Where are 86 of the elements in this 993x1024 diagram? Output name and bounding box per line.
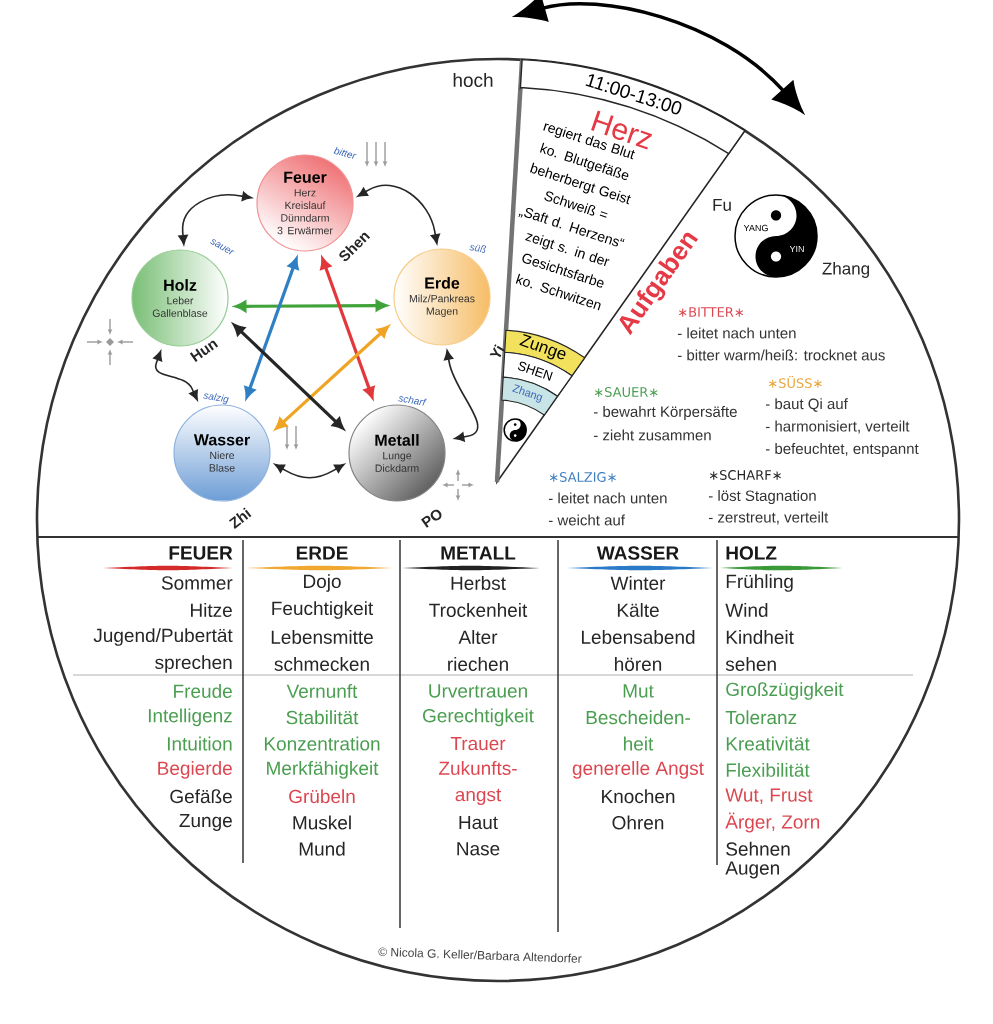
- table-entry: Hitze: [191, 603, 232, 617]
- table-entry: Lebensabend: [582, 630, 695, 644]
- list-item: - bewahrt Körpersäfte: [593, 406, 737, 420]
- table-entry: Zunge: [179, 814, 232, 831]
- list-item: - löst Stagnation: [708, 490, 816, 504]
- table-entry: Ärger, Zorn: [725, 812, 820, 833]
- curved-arrow: [178, 191, 253, 246]
- table-entry: Mund: [299, 841, 345, 856]
- arrow: [233, 323, 344, 430]
- table-entry: generelle Angst: [572, 761, 704, 779]
- table-entry: Lebensmitte: [271, 630, 373, 644]
- table-entry: Alter: [458, 630, 498, 644]
- table-entry: Bescheiden- heit: [586, 710, 690, 751]
- table-entry: Kindheit: [726, 630, 794, 644]
- table-entry: Konzentration: [264, 736, 380, 751]
- table-entry: sehen: [725, 657, 776, 671]
- table-entry: Haut: [459, 815, 498, 830]
- table-entry: Freude: [174, 684, 232, 698]
- table-entry: Begierde: [158, 761, 232, 779]
- list-heading: ∗SALZIG∗: [549, 472, 616, 482]
- list-item: - zerstreut, verteilt: [708, 511, 829, 525]
- curved-arrow: [443, 349, 479, 442]
- table-entry: Trockenheit: [429, 603, 528, 617]
- table-entry: Gefäße: [170, 789, 232, 804]
- table-entry: Intelligenz: [148, 708, 232, 727]
- curved-arrow: [274, 463, 345, 479]
- small-label: salzig: [203, 393, 229, 405]
- list-item: - baut Qi auf: [765, 398, 848, 412]
- table-entry: Vernunft: [286, 684, 358, 698]
- list-item: - weicht auf: [548, 514, 625, 526]
- table-entry: Merkfähigkeit: [267, 761, 379, 779]
- table-entry: Knochen: [602, 789, 675, 804]
- table-entry: Frühling: [726, 574, 793, 592]
- column-heading: METALL: [441, 546, 516, 560]
- table-entry: riechen: [448, 657, 508, 671]
- table-entry: Sehnen: [726, 841, 790, 856]
- table-entry: Wut, Frust: [725, 788, 813, 804]
- curved-arrow: [153, 350, 198, 401]
- table-entry: Sommer: [161, 576, 233, 590]
- table-entry: Großzügigkeit: [726, 682, 844, 700]
- list-item: - befeuchtet, entspannt: [765, 443, 919, 457]
- list-item: - leitet nach unten: [548, 492, 667, 504]
- table-entry: schmecken: [274, 657, 369, 671]
- arrow: [320, 257, 375, 399]
- list-heading: ∗SAUER∗: [594, 387, 658, 397]
- table-entry: Grübeln: [289, 789, 355, 804]
- table-entry: Urvertrauen: [429, 684, 527, 698]
- small-label: scharf: [398, 396, 427, 406]
- table-entry: Nase: [457, 842, 500, 856]
- table-entry: Muskel: [293, 815, 351, 830]
- table-entry: Winter: [610, 576, 666, 590]
- arrow: [275, 325, 389, 430]
- table-entry: Jugend/Pubertät: [93, 628, 233, 646]
- rotated-label: PO: [421, 509, 442, 528]
- table-entry: Ohren: [612, 815, 664, 830]
- column-heading: ERDE: [296, 546, 348, 560]
- curved-arrow: [357, 184, 441, 245]
- side-label: Fu: [713, 199, 731, 211]
- table-entry: Zukunfts- angst: [439, 761, 517, 806]
- copyright-note: © Nicola G. Keller/Barbara Altendorfer: [378, 947, 582, 963]
- table-entry: Trauer: [450, 736, 506, 751]
- arrow: [244, 257, 299, 399]
- table-entry: Intuition: [167, 736, 232, 751]
- table-entry: Kreativität: [726, 736, 810, 751]
- table-entry: Feuchtigkeit: [272, 601, 374, 619]
- table-entry: hören: [615, 657, 662, 671]
- column-heading: FEUER: [169, 546, 233, 560]
- table-entry: Mut: [623, 684, 654, 698]
- column-heading: HOLZ: [726, 546, 777, 560]
- table-entry: sprechen: [155, 655, 232, 673]
- side-label: hoch: [453, 73, 493, 87]
- rotated-label: Zhi: [228, 507, 252, 529]
- table-entry: Gerechtigkeit: [423, 708, 534, 727]
- table-entry: Herbst: [451, 576, 506, 590]
- side-label: Zhang: [822, 262, 869, 278]
- list-item: - zieht zusammen: [593, 429, 711, 441]
- list-heading: ∗SÜSS∗: [768, 375, 822, 388]
- table-entry: Augen: [725, 861, 779, 879]
- table-entry: Toleranz: [725, 710, 797, 725]
- table-entry: Dojo: [304, 574, 341, 592]
- list-item: - harmonisiert, verteilt: [765, 420, 910, 434]
- column-heading: WASSER: [596, 546, 679, 560]
- table-entry: Kälte: [617, 603, 659, 617]
- table-entry: Flexibilität: [726, 762, 810, 777]
- table-entry: Stabilität: [286, 710, 359, 725]
- table-entry: Wind: [725, 603, 768, 617]
